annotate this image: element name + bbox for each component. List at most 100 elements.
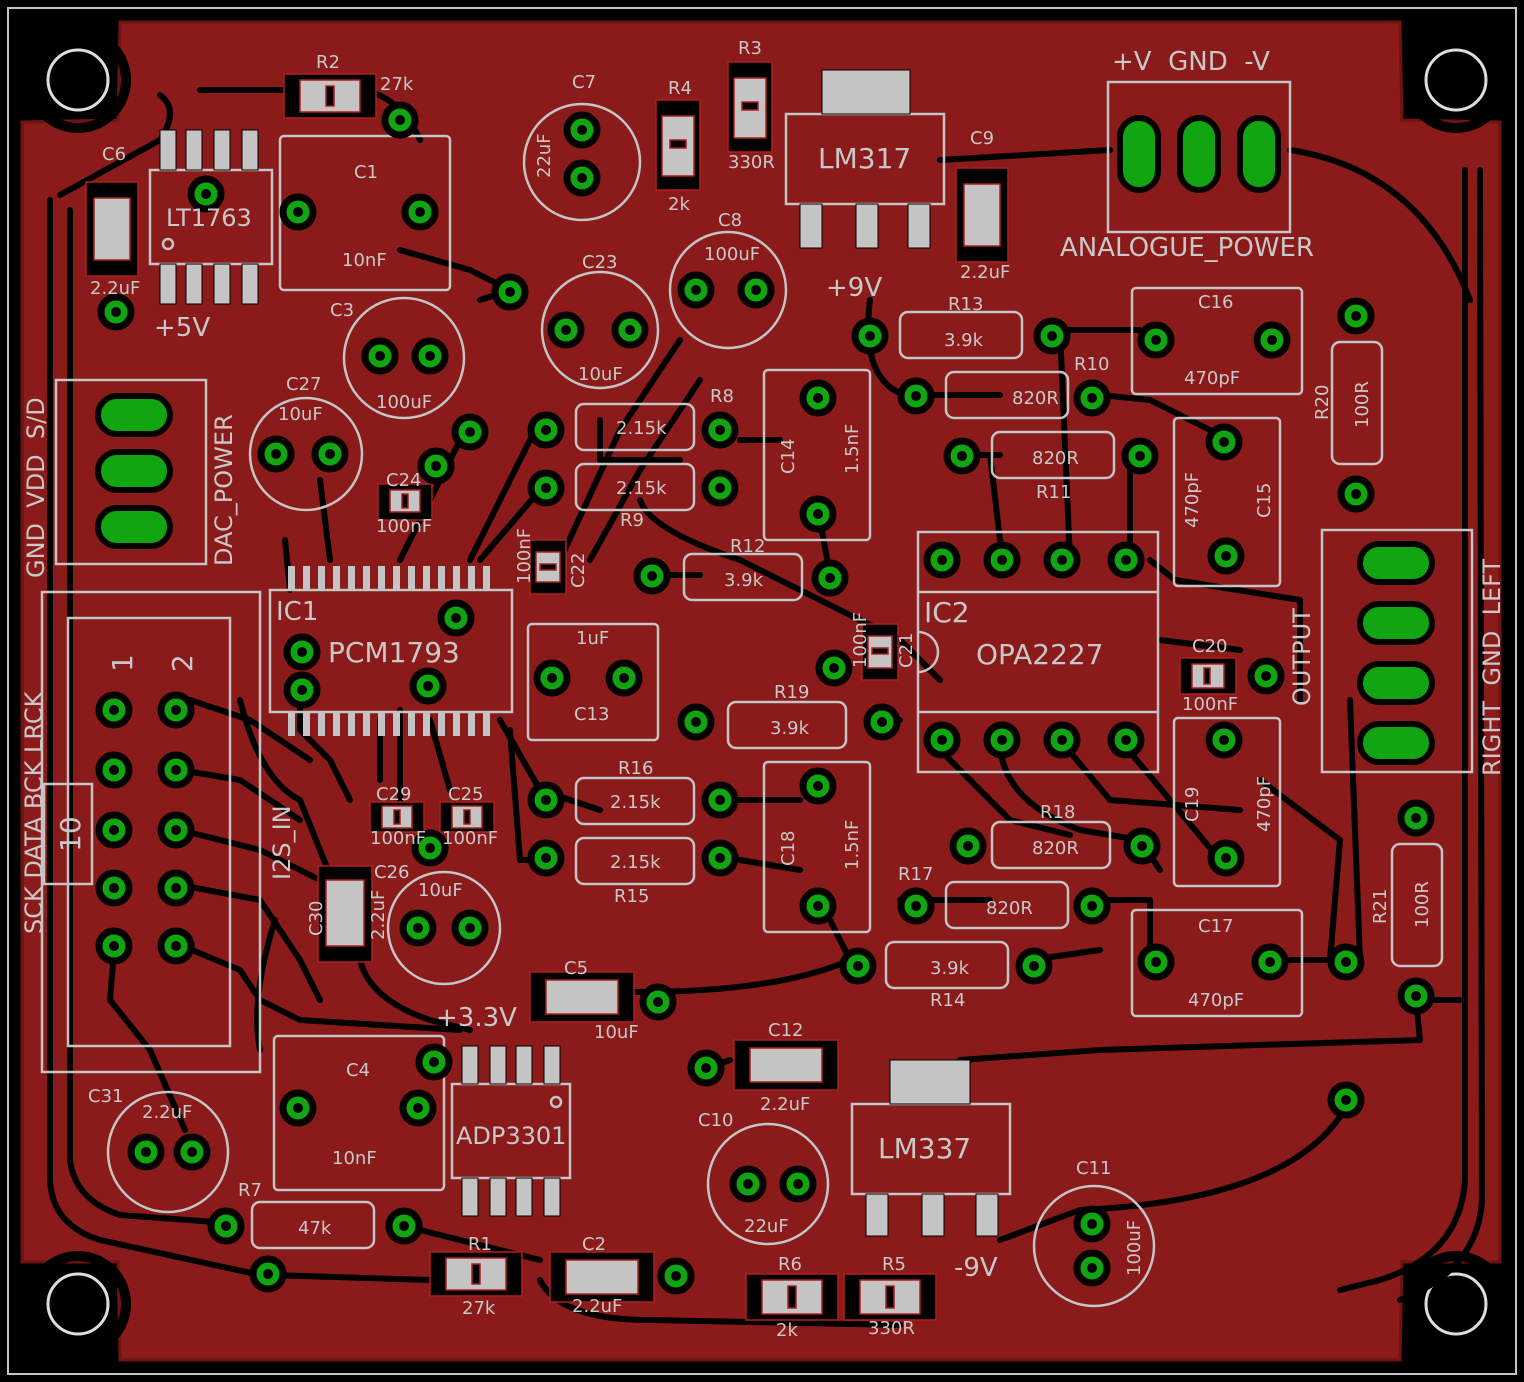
part-ref-c12: C12	[768, 1020, 803, 1041]
part-value-c24: 100nF	[376, 516, 432, 537]
part-ref-r16: R16	[618, 758, 653, 779]
part-value-r12: 3.9k	[724, 570, 764, 591]
pad-drill-29	[1135, 451, 1145, 461]
part-ref-r8: R8	[710, 386, 734, 407]
part-ref-r19: R19	[774, 682, 809, 703]
mounting-holes	[25, 27, 1509, 1357]
pad-drill-47	[1261, 671, 1271, 681]
part-value-c16: 470pF	[1184, 368, 1240, 389]
analogue-power-label: ANALOGUE_POWER	[1060, 233, 1314, 263]
pad-drill-21	[715, 483, 725, 493]
pad-drill-71	[1221, 853, 1231, 863]
pad-drill-79	[653, 997, 663, 1007]
pads	[95, 101, 1435, 1295]
part-value-c22: 100nF	[514, 528, 535, 584]
pad-drill-31	[1267, 335, 1277, 345]
pad-drill-16	[465, 427, 475, 437]
header-pin10: 10	[54, 816, 87, 852]
pad-drill-0	[395, 115, 405, 125]
part-ref-c6: C6	[102, 144, 126, 165]
pad-drill-62	[963, 841, 973, 851]
part-value-c4: 10nF	[332, 1148, 377, 1169]
part-value-c26: 10uF	[418, 880, 463, 901]
part-value-c11: 100uF	[1124, 1220, 1145, 1276]
pad-drill-33	[1221, 551, 1231, 561]
pad-drill-55	[877, 717, 887, 727]
part-value-c8: 100uF	[704, 244, 760, 265]
part-value-r19: 3.9k	[770, 718, 810, 739]
part-value-c17: 470pF	[1188, 990, 1244, 1011]
part-value-c3: 100uF	[376, 392, 432, 413]
ic1-pin	[423, 712, 430, 736]
part-ref-r10: R10	[1074, 354, 1109, 375]
part-ref-c23: C23	[582, 252, 617, 273]
terminal-pads	[95, 115, 1435, 765]
pad-drill-103	[171, 941, 181, 951]
pad-drill-51	[297, 685, 307, 695]
dac-power-label: DAC_POWER	[210, 414, 238, 566]
part-value-c21: 100nF	[850, 612, 871, 668]
pad-drill-1	[201, 189, 211, 199]
part-ref-c1: C1	[354, 162, 378, 183]
ic1-pin	[408, 712, 415, 736]
ic1-pin	[378, 712, 385, 736]
ic1-pin	[468, 566, 475, 590]
pad-drill-95	[171, 705, 181, 715]
lm317-label: LM317	[818, 142, 911, 175]
pad-drill-39	[997, 555, 1007, 565]
part-ref-c20: C20	[1192, 636, 1227, 657]
pad-drill-45	[1121, 735, 1131, 745]
part-ref-r20: R20	[1312, 385, 1333, 420]
pad-drill-83	[701, 1063, 711, 1073]
pad-drill-2	[293, 207, 303, 217]
part-value-r7: 47k	[298, 1218, 332, 1239]
part-value-r9: 2.15k	[616, 478, 667, 499]
pad-drill-97	[171, 765, 181, 775]
pad-drill-36	[647, 571, 657, 581]
part-ref-r9: R9	[620, 510, 644, 531]
pad-drill-56	[541, 795, 551, 805]
ic1-pin	[303, 566, 310, 590]
pad-drill-30	[1151, 335, 1161, 345]
part-ref-r4: R4	[668, 78, 692, 99]
pad-drill-91	[399, 1221, 409, 1231]
ic1-pin	[438, 566, 445, 590]
rail-plus5: +5V	[154, 313, 210, 343]
part-value-c12: 2.2uF	[760, 1094, 810, 1115]
pad-drill-80	[429, 1057, 439, 1067]
part-value-r11: 820R	[1032, 448, 1079, 469]
part-ref-c16: C16	[1198, 292, 1233, 313]
adp3301-label: ADP3301	[456, 1122, 566, 1150]
part-value-c25: 100nF	[442, 828, 498, 849]
pad-drill-46	[829, 663, 839, 673]
part-ref-r2: R2	[316, 52, 340, 73]
part-value-r13: 3.9k	[944, 330, 984, 351]
pad-drill-40	[1057, 555, 1067, 565]
dac-power-pins: GND VDD S/D	[22, 397, 50, 578]
i2s-pins: SCK DATA BCK LRCK	[20, 690, 48, 934]
pad-drill-101	[171, 883, 181, 893]
pad-drill-37	[825, 573, 835, 583]
part-ref-c3: C3	[330, 300, 354, 321]
ic1-pin	[393, 712, 400, 736]
part-ref-c30: C30	[306, 901, 327, 936]
pad-drill-18	[541, 425, 551, 435]
part-ref-r21: R21	[1370, 889, 1391, 924]
part-value-c29: 100nF	[370, 828, 426, 849]
pad-drill-26	[911, 391, 921, 401]
pad-drill-4	[111, 307, 121, 317]
pad-drill-43	[997, 735, 1007, 745]
pad-drill-14	[271, 449, 281, 459]
part-ref-r11: R11	[1036, 482, 1071, 503]
ic1-pin	[348, 566, 355, 590]
part-value-c2: 2.2uF	[572, 1296, 622, 1317]
part-value-r1: 27k	[462, 1298, 496, 1319]
ic1-pin	[468, 712, 475, 736]
ic1-pin	[408, 566, 415, 590]
part-ref-c5: C5	[564, 958, 588, 979]
pad-drill-23	[813, 509, 823, 519]
pad-drill-32	[1219, 437, 1229, 447]
part-value-r20: 100R	[1352, 381, 1373, 428]
pad-drill-11	[625, 325, 635, 335]
